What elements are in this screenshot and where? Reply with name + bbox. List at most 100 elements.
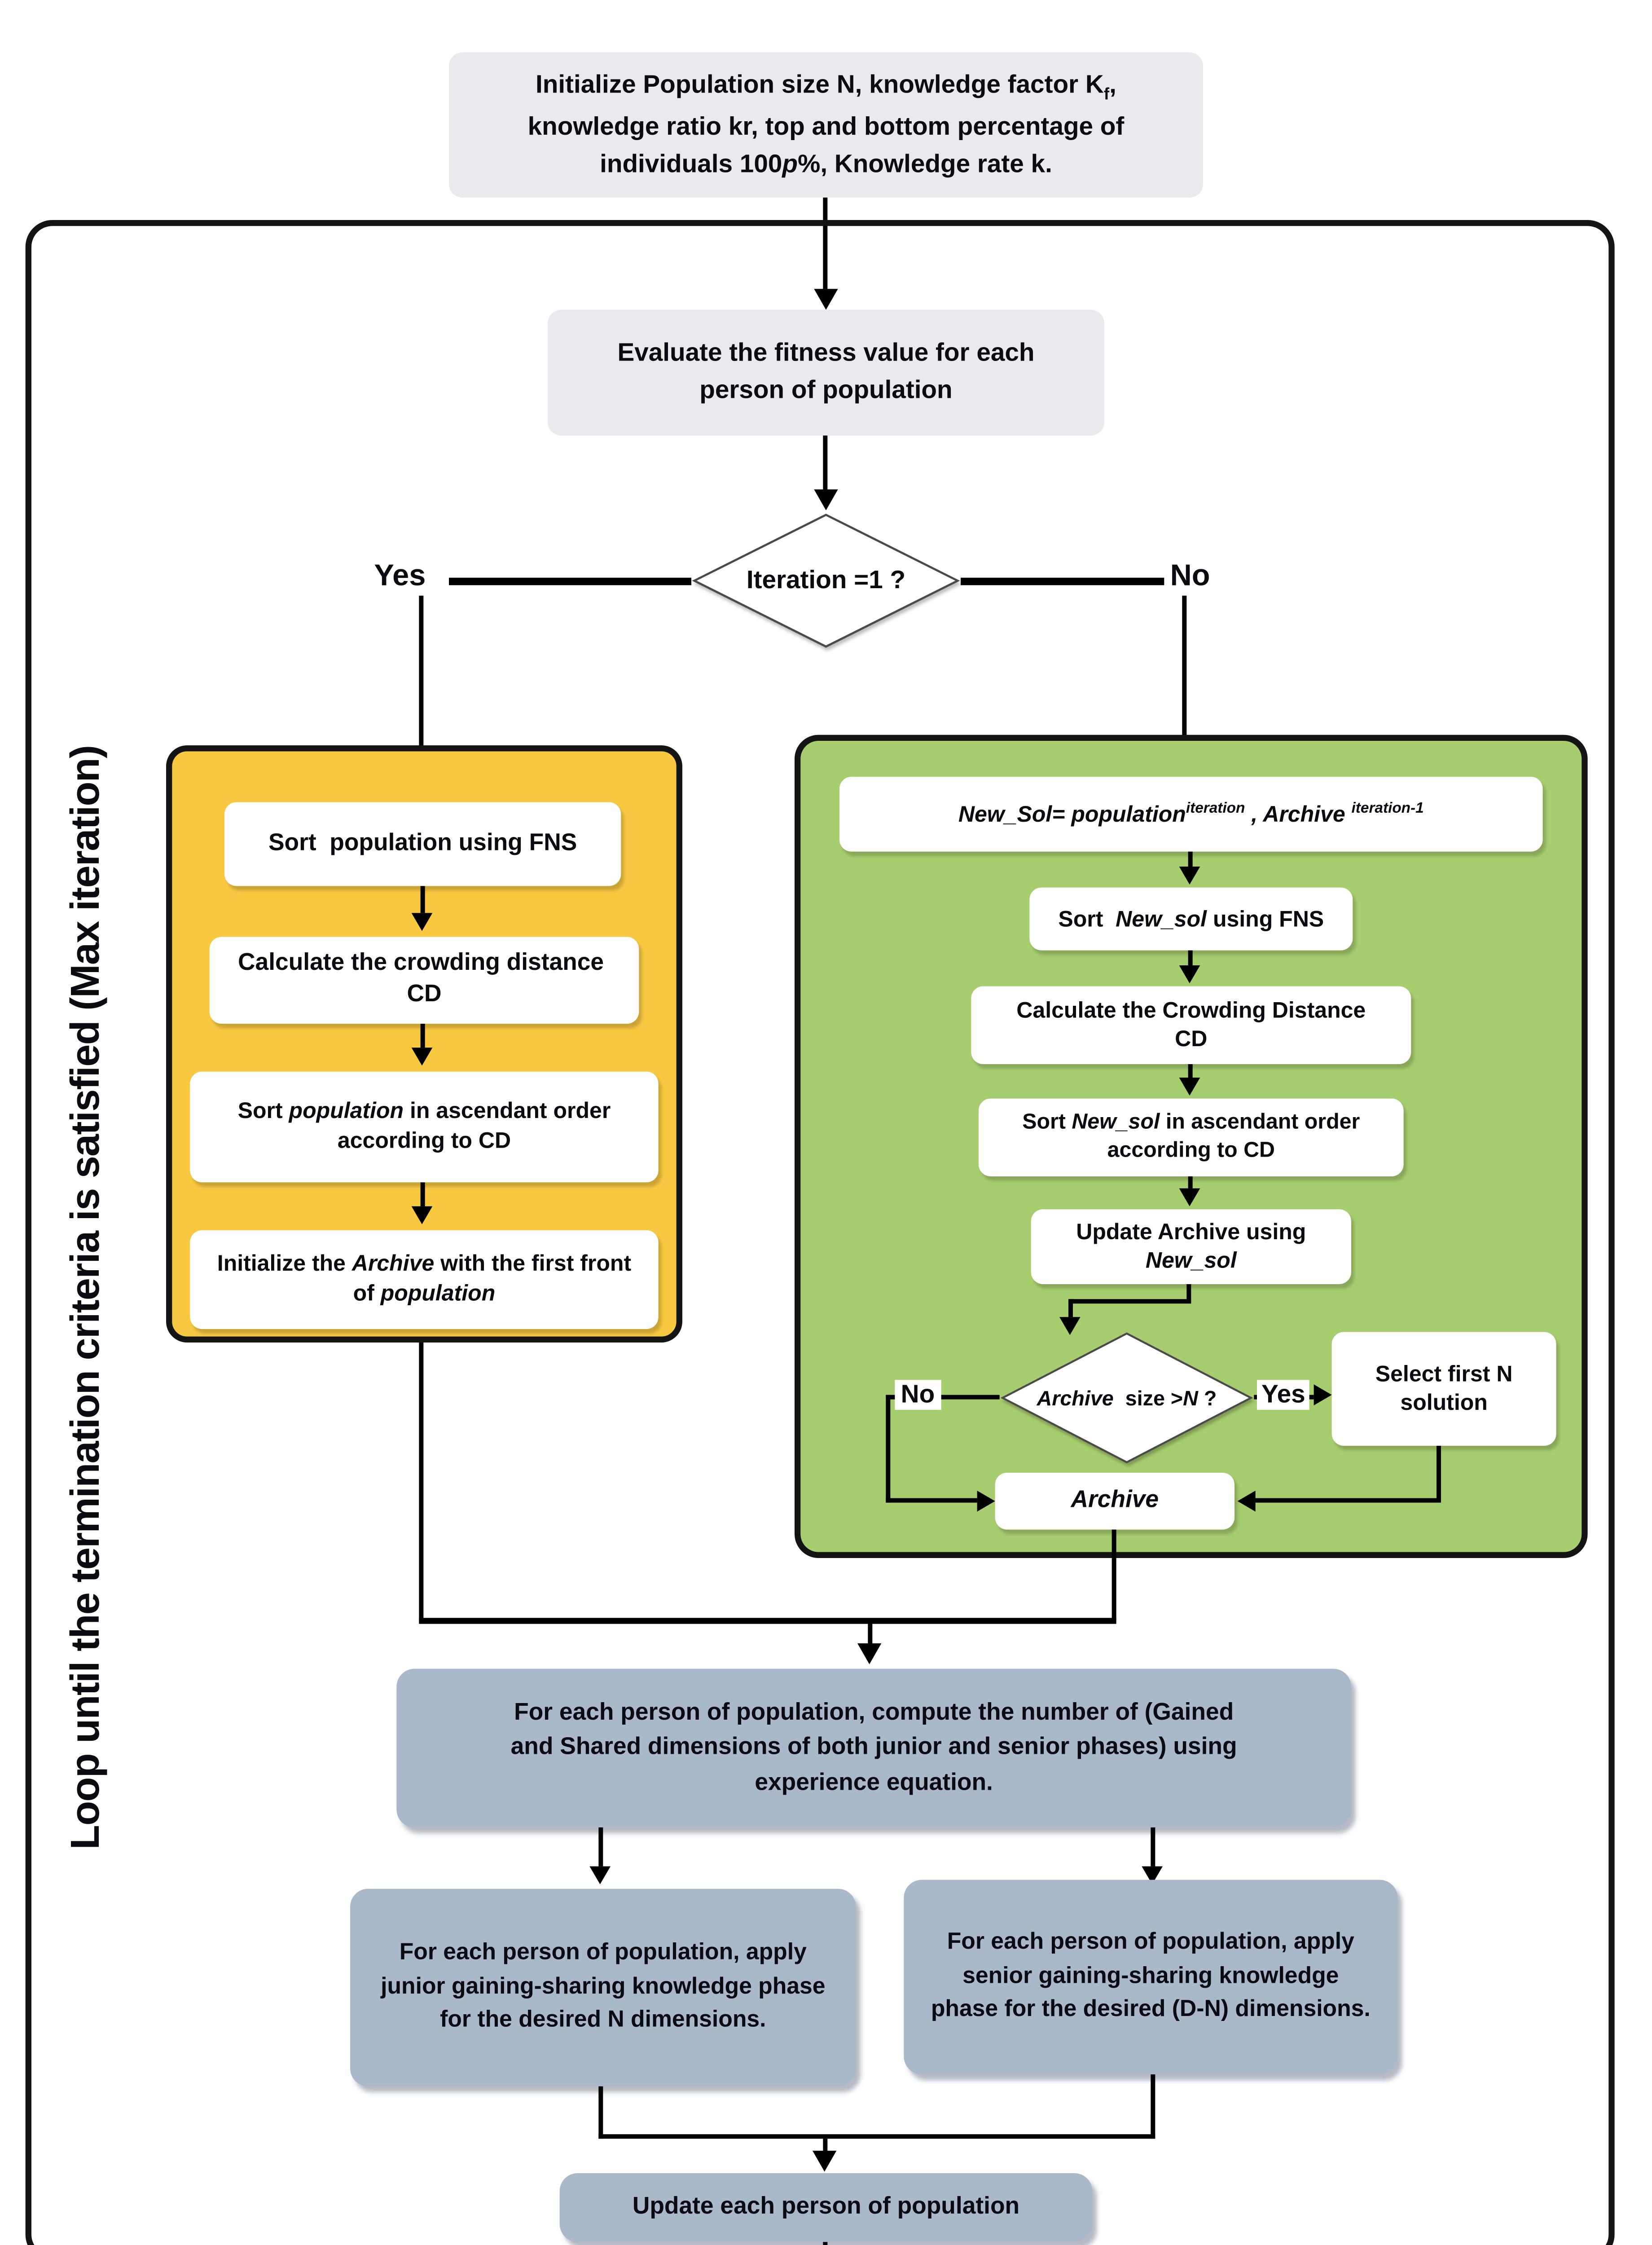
init-line3a: individuals 100 <box>600 150 782 179</box>
junior-out-vline <box>598 2086 603 2139</box>
size-no-hline2 <box>886 1498 977 1503</box>
update-archive-box: Update Archive using New_sol <box>1031 1209 1351 1284</box>
yes-branch-vline <box>419 595 423 745</box>
size-yes-arrowhead <box>1314 1384 1332 1405</box>
archive-size-decision-text: Archive size >N ? <box>1010 1332 1243 1464</box>
arrow-init-to-evaluate-line <box>823 197 828 289</box>
size-gt: size > <box>1113 1386 1183 1410</box>
green-arrow2-head <box>1179 965 1200 983</box>
q-mark: ? <box>1198 1386 1217 1410</box>
arrow-junior-line <box>598 1827 603 1866</box>
size-no-arrowhead <box>977 1490 995 1512</box>
sort-newsol-cd-box: Sort New_sol in ascendant order accordin… <box>978 1098 1404 1176</box>
yes-branch-hline <box>448 577 691 585</box>
arrow-return-line <box>823 2242 828 2245</box>
yellow-arrow2-line <box>420 1023 425 1048</box>
archive-out-line <box>1112 1529 1116 1621</box>
archive-size-decision-diamond <box>1000 1332 1253 1464</box>
join-arrowhead <box>812 2150 837 2172</box>
newsol-a: New_Sol= population <box>958 802 1186 828</box>
loop-boundary-rect <box>25 220 1615 2245</box>
p-italic: p <box>782 150 798 179</box>
arrow-senior-line <box>1151 1827 1156 1866</box>
select-first-n-text: Select first N solution <box>1375 1361 1513 1416</box>
population-italic: population <box>289 1098 404 1124</box>
sort-cd-a: Sort <box>237 1098 289 1124</box>
green-arrow4-head <box>1179 1188 1200 1206</box>
init-line3c: %, Knowledge rate k. <box>798 150 1052 179</box>
senior-phase-text: For each person of population, apply sen… <box>931 1929 1371 2023</box>
evaluate-fitness-box: Evaluate the fitness value for each pers… <box>547 309 1104 436</box>
green-arrow1-head <box>1179 866 1200 885</box>
init-line1-end: , <box>1109 70 1116 99</box>
size-no-vline <box>886 1395 891 1503</box>
junior-phase-text: For each person of population, apply jun… <box>381 1940 826 2033</box>
yellow-arrow3-line <box>420 1182 425 1206</box>
iteration-decision-diamond <box>692 514 960 648</box>
arrow-evaluate-to-decision-line <box>823 435 828 489</box>
initialize-archive-box: Initialize the Archive with the first fr… <box>190 1230 659 1329</box>
calculate-crowding-distance-green-box: Calculate the Crowding Distance CD <box>971 986 1411 1064</box>
yellow-arrow3-head <box>411 1206 433 1224</box>
newsol-italic3: New_sol <box>1145 1248 1237 1274</box>
no-branch-vline <box>1182 595 1186 757</box>
select-out-arrowhead <box>1237 1490 1256 1512</box>
yellow-branch-out-line <box>419 1342 424 1621</box>
later-iteration-container: New_Sol= populationiteration , Archive i… <box>794 735 1588 1558</box>
merge-vline <box>868 1622 873 1643</box>
size-no-label: No <box>895 1380 941 1410</box>
archive-italic: Archive <box>351 1250 435 1277</box>
calculate-crowding-distance-box: Calculate the crowding distance CD <box>209 937 639 1024</box>
join-vline <box>823 2139 828 2151</box>
yellow-arrow2-head <box>411 1048 433 1066</box>
no-label: No <box>1170 559 1210 593</box>
population-italic2: population <box>380 1281 496 1307</box>
elbow-updarch-v1 <box>1186 1284 1191 1302</box>
size-no-hline <box>886 1395 1000 1400</box>
init-archive-a: Initialize the <box>217 1250 352 1277</box>
sort-population-cd-box: Sort population in ascendant order accor… <box>190 1071 659 1183</box>
iteration-decision-text: Iteration =1 ? <box>746 565 906 594</box>
green-arrow2-line <box>1188 950 1193 965</box>
no-branch-hline <box>960 577 1164 585</box>
init-line2: knowledge ratio kr, top and bottom perce… <box>527 112 1125 141</box>
calculate-crowding-distance-text: Calculate the crowding distance CD <box>238 951 611 1008</box>
update-population-box: Update each person of population <box>559 2173 1093 2242</box>
init-archive-c: with the first front of <box>353 1250 632 1307</box>
g-sortcd-a: Sort <box>1022 1110 1072 1135</box>
compute-dimensions-box: For each person of population, compute t… <box>396 1668 1351 1827</box>
iteration-1-superscript: iteration-1 <box>1351 801 1424 817</box>
newsol-italic1: New_sol <box>1116 906 1207 932</box>
g-sort-a: Sort <box>1058 906 1116 932</box>
merge-arrowhead <box>857 1643 882 1664</box>
sort-population-fns-box: Sort population using FNS <box>224 802 621 886</box>
elbow-updarch-h <box>1068 1299 1191 1304</box>
elbow-updarch-v2 <box>1068 1299 1073 1317</box>
calculate-crowding-green-text: Calculate the Crowding Distance CD <box>1016 997 1366 1052</box>
loop-termination-label: Loop until the termination criteria is s… <box>62 745 107 1850</box>
sort-population-fns-text: Sort population using FNS <box>268 830 577 856</box>
merge-hline <box>419 1618 1116 1623</box>
n-italic: N <box>1183 1386 1198 1410</box>
arrow-evaluate-to-decision-head <box>814 489 838 511</box>
g-sortcd-c: in ascendant order according to CD <box>1107 1110 1360 1163</box>
compute-dimensions-text: For each person of population, compute t… <box>510 1700 1237 1796</box>
iteration-superscript: iteration <box>1186 801 1245 817</box>
sort-newsol-fns-box: Sort New_sol using FNS <box>1029 887 1353 951</box>
init-parameters-box: Initialize Population size N, knowledge … <box>448 52 1203 198</box>
select-out-hline <box>1254 1498 1441 1503</box>
junior-phase-box: For each person of population, apply jun… <box>350 1888 856 2087</box>
green-arrow4-line <box>1188 1176 1193 1189</box>
newsol-b: , Archive <box>1245 802 1352 828</box>
archive-italic-d: Archive <box>1037 1386 1114 1410</box>
senior-phase-box: For each person of population, apply sen… <box>904 1880 1398 2074</box>
init-parameters-text: Initialize Population size N, knowledge … <box>458 66 1194 184</box>
green-arrow3-head <box>1179 1077 1200 1096</box>
join-hline <box>598 2134 1156 2139</box>
green-arrow3-line <box>1188 1064 1193 1078</box>
green-arrow1-line <box>1188 851 1193 867</box>
arrow-junior-head <box>589 1866 611 1884</box>
newsol-italic2: New_sol <box>1072 1110 1160 1135</box>
yellow-arrow1-line <box>420 886 425 913</box>
